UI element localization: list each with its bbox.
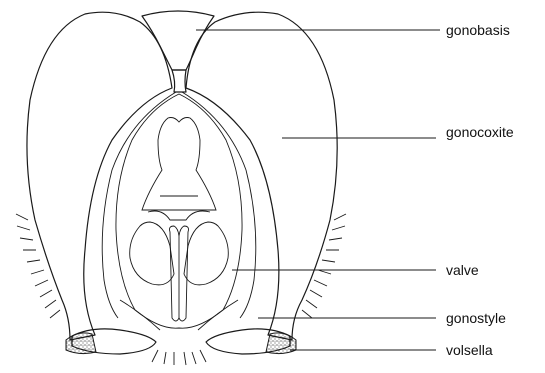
valve-label: valve <box>446 262 479 278</box>
right-setae <box>302 214 346 318</box>
gonobasis-label: gonobasis <box>446 22 510 38</box>
left-lower-curve <box>120 300 160 330</box>
volsella-label: volsella <box>446 342 493 358</box>
left-gonocoxite <box>27 12 172 340</box>
right-lower-curve <box>198 300 238 330</box>
lobe-base <box>148 211 210 220</box>
right-gonocoxite <box>186 12 337 340</box>
gonobasis-shape <box>142 11 214 70</box>
left-valve <box>130 222 174 285</box>
gonobasis-neck <box>172 70 186 92</box>
gonostyle-label: gonostyle <box>446 310 506 326</box>
basal-bristles <box>152 350 206 365</box>
gonocoxite-label: gonocoxite <box>446 124 514 140</box>
right-valve <box>184 222 228 285</box>
